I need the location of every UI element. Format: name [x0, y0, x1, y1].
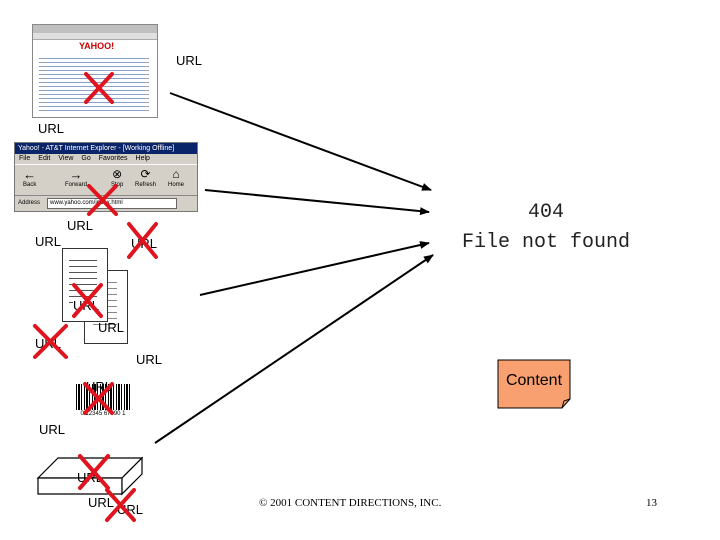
content-label: Content: [505, 372, 563, 389]
arrow-line: [154, 254, 434, 444]
error-message: 404 File not found: [436, 198, 656, 258]
yahoo-logo: YAHOO!: [79, 41, 115, 51]
arrow-line: [199, 241, 430, 296]
red-cross-icon: [87, 184, 118, 216]
home-icon: ⌂: [172, 167, 180, 181]
menu-favorites: Favorites: [98, 155, 128, 162]
back-arrow-icon: ←: [23, 167, 37, 182]
red-cross-icon: [72, 283, 103, 318]
refresh-button: ⟳ Refresh: [135, 167, 157, 188]
browser-window-screenshot: Yahoo! - AT&T Internet Explorer - [Worki…: [14, 142, 198, 212]
red-cross-icon: [105, 488, 136, 522]
document-page-front: [62, 248, 108, 322]
url-label: URL: [39, 422, 66, 437]
url-label: URL: [88, 495, 115, 510]
red-cross-icon: [127, 222, 158, 259]
browser-menubar: File Edit View Go Favorites Help: [15, 154, 197, 164]
menu-edit: Edit: [38, 155, 51, 162]
stop-icon: ⊗: [112, 167, 123, 181]
red-cross-icon: [78, 454, 110, 490]
url-label: URL: [176, 53, 203, 68]
menu-file: File: [19, 155, 31, 162]
red-cross-icon: [84, 72, 114, 104]
arrow-line: [169, 92, 432, 191]
menu-view: View: [58, 155, 74, 162]
red-cross-icon: [83, 382, 114, 415]
arrow-line: [204, 189, 430, 216]
url-label: URL: [35, 234, 62, 249]
url-label: URL: [136, 352, 163, 367]
browser-titlebar: Yahoo! - AT&T Internet Explorer - [Worki…: [15, 143, 197, 154]
error-text: File not found: [461, 231, 631, 254]
menu-help: Help: [135, 155, 150, 162]
forward-arrow-icon: →: [69, 167, 83, 182]
address-label: Address: [18, 200, 41, 206]
refresh-icon: ⟳: [140, 167, 151, 181]
error-code: 404: [527, 201, 564, 224]
page-number: 13: [646, 497, 657, 509]
forward-button: → Forward: [65, 167, 88, 188]
menu-go: Go: [81, 155, 91, 162]
barcode-digits: 0 12345 67890 1: [80, 411, 126, 417]
url-label: URL: [67, 218, 94, 233]
url-label: URL: [38, 121, 65, 136]
back-button: ← Back: [23, 167, 37, 188]
red-cross-icon: [33, 324, 68, 359]
footer-copyright: © 2001 CONTENT DIRECTIONS, INC.: [259, 497, 442, 509]
browser-screenshot-small: YAHOO!: [32, 24, 158, 118]
url-label: URL: [97, 320, 124, 335]
home-button: ⌂ Home: [168, 167, 185, 188]
content-note-fold: [561, 398, 571, 409]
content-note-shape: [497, 359, 571, 409]
